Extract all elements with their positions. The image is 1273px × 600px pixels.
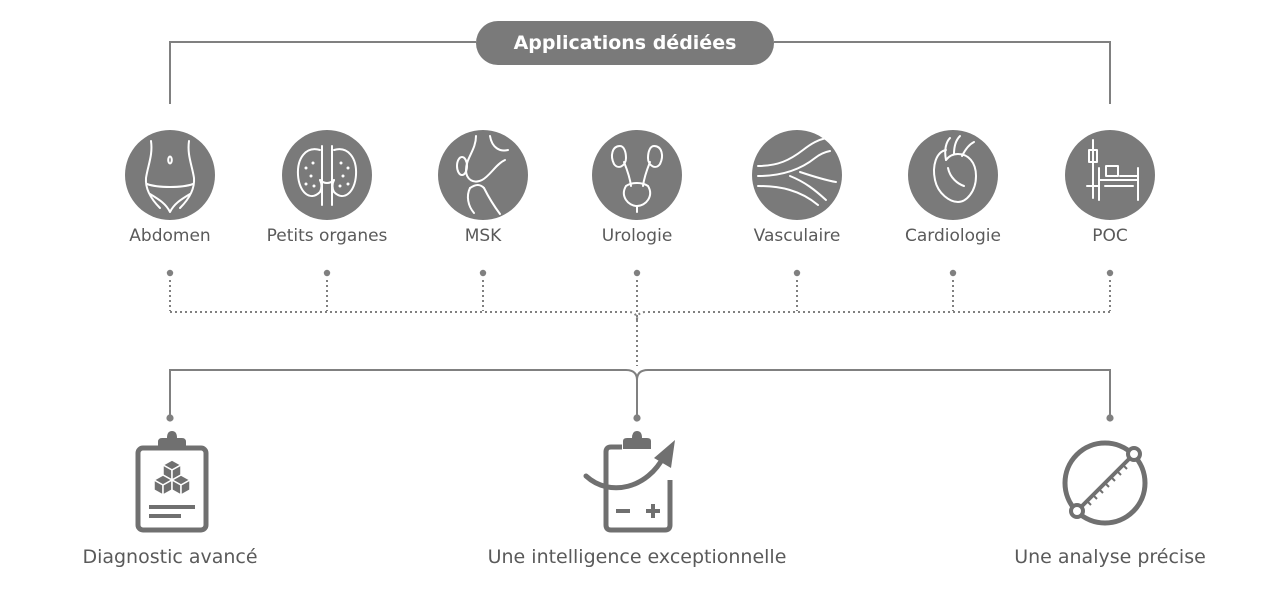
blood-vessels-icon: [752, 130, 842, 220]
app-label-poc: POC: [1092, 226, 1128, 246]
app-label-urologie: Urologie: [601, 226, 673, 246]
kidneys-bladder-icon: [592, 130, 682, 220]
abdomen-icon: [125, 130, 215, 220]
app-label-vasculaire: Vasculaire: [753, 226, 841, 246]
feature-icons: [135, 431, 1148, 533]
knee-joint-icon: [438, 130, 528, 220]
heart-icon: [908, 130, 998, 220]
feature-label-intelligence: Une intelligence exceptionnelle: [487, 546, 787, 568]
thyroid-icon: [282, 130, 372, 220]
top-bracket: [169, 41, 1111, 104]
app-label-petits-organes: Petits organes: [266, 226, 388, 246]
application-icons: [125, 130, 1155, 220]
feature-label-diagnostic: Diagnostic avancé: [82, 546, 258, 568]
bottom-bracket: [166, 369, 1114, 422]
measurement-caliper-icon: [1062, 440, 1148, 526]
clipboard-cubes-icon: [135, 431, 209, 533]
app-label-msk: MSK: [464, 226, 502, 246]
hospital-bed-icon: [1065, 130, 1155, 220]
header-pill: Applications dédiées: [476, 21, 774, 65]
app-label-cardiologie: Cardiologie: [905, 226, 1001, 246]
clipboard-arrow-icon: [583, 431, 675, 533]
feature-label-analyse: Une analyse précise: [1014, 546, 1206, 568]
app-label-abdomen: Abdomen: [129, 226, 211, 246]
dotted-connectors: [166, 269, 1114, 366]
